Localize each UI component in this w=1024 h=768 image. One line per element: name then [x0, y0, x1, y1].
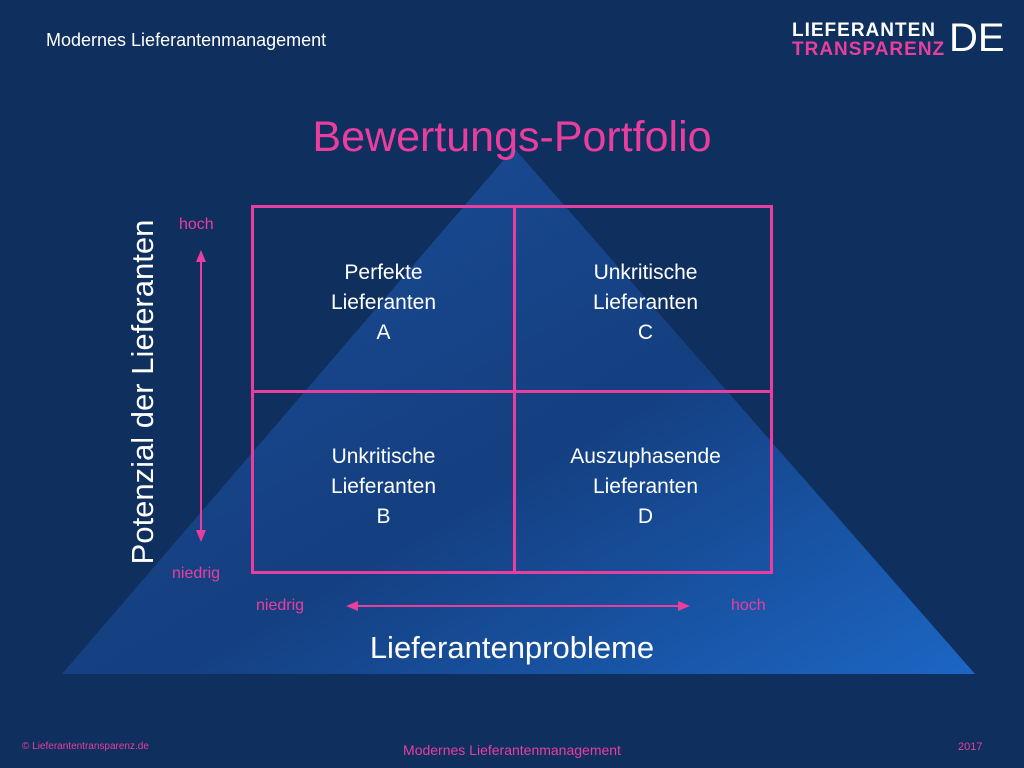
matrix-divider-horizontal: [254, 390, 770, 393]
cell-a-line2: Lieferanten: [330, 291, 437, 314]
diagram-title: Bewertungs-Portfolio: [312, 113, 712, 161]
cell-c-letter: C: [637, 321, 654, 344]
cell-a-letter: A: [376, 321, 391, 344]
matrix-divider-vertical: [513, 208, 516, 571]
y-axis-arrow-up: [196, 250, 206, 262]
x-axis-arrow-left: [346, 601, 358, 611]
cell-auszuphasende-lieferanten: Auszuphasende Lieferanten D: [516, 442, 775, 532]
cell-c-line2: Lieferanten: [592, 291, 699, 314]
cell-b-line2: Lieferanten: [330, 475, 437, 498]
logo-line2: TRANSPARENZ: [792, 39, 946, 60]
x-axis-high-label: hoch: [731, 597, 766, 614]
header-title: Modernes Lieferantenmanagement: [46, 30, 327, 50]
cell-a-line1: Perfekte: [344, 261, 423, 284]
footer-year: 2017: [958, 741, 983, 753]
cell-unkritische-lieferanten-b: Unkritische Lieferanten B: [254, 442, 513, 532]
x-axis-arrow-right: [678, 601, 690, 611]
logo: LIEFERANTEN TRANSPARENZ DE: [792, 16, 1012, 60]
x-axis-title: Lieferantenprobleme: [369, 630, 655, 665]
cell-perfekte-lieferanten: Perfekte Lieferanten A: [254, 258, 513, 348]
cell-c-line1: Unkritische: [593, 261, 698, 284]
portfolio-matrix: Perfekte Lieferanten A Unkritische Liefe…: [251, 205, 773, 574]
y-axis-arrow-down: [196, 530, 206, 542]
footer-copyright: © Lieferantentransparenz.de: [22, 741, 149, 752]
cell-unkritische-lieferanten-c: Unkritische Lieferanten C: [516, 258, 775, 348]
logo-suffix: DE: [949, 16, 1005, 60]
cell-b-line1: Unkritische: [331, 445, 436, 468]
cell-d-letter: D: [637, 505, 654, 528]
y-axis-low-label: niedrig: [172, 565, 221, 582]
footer-title: Modernes Lieferantenmanagement: [403, 742, 621, 758]
logo-line1: LIEFERANTEN: [792, 20, 936, 41]
cell-d-line1: Auszuphasende: [570, 445, 721, 468]
cell-b-letter: B: [376, 505, 391, 528]
x-axis-low-label: niedrig: [256, 597, 305, 614]
y-axis-high-label: hoch: [179, 216, 214, 233]
cell-d-line2: Lieferanten: [592, 475, 699, 498]
